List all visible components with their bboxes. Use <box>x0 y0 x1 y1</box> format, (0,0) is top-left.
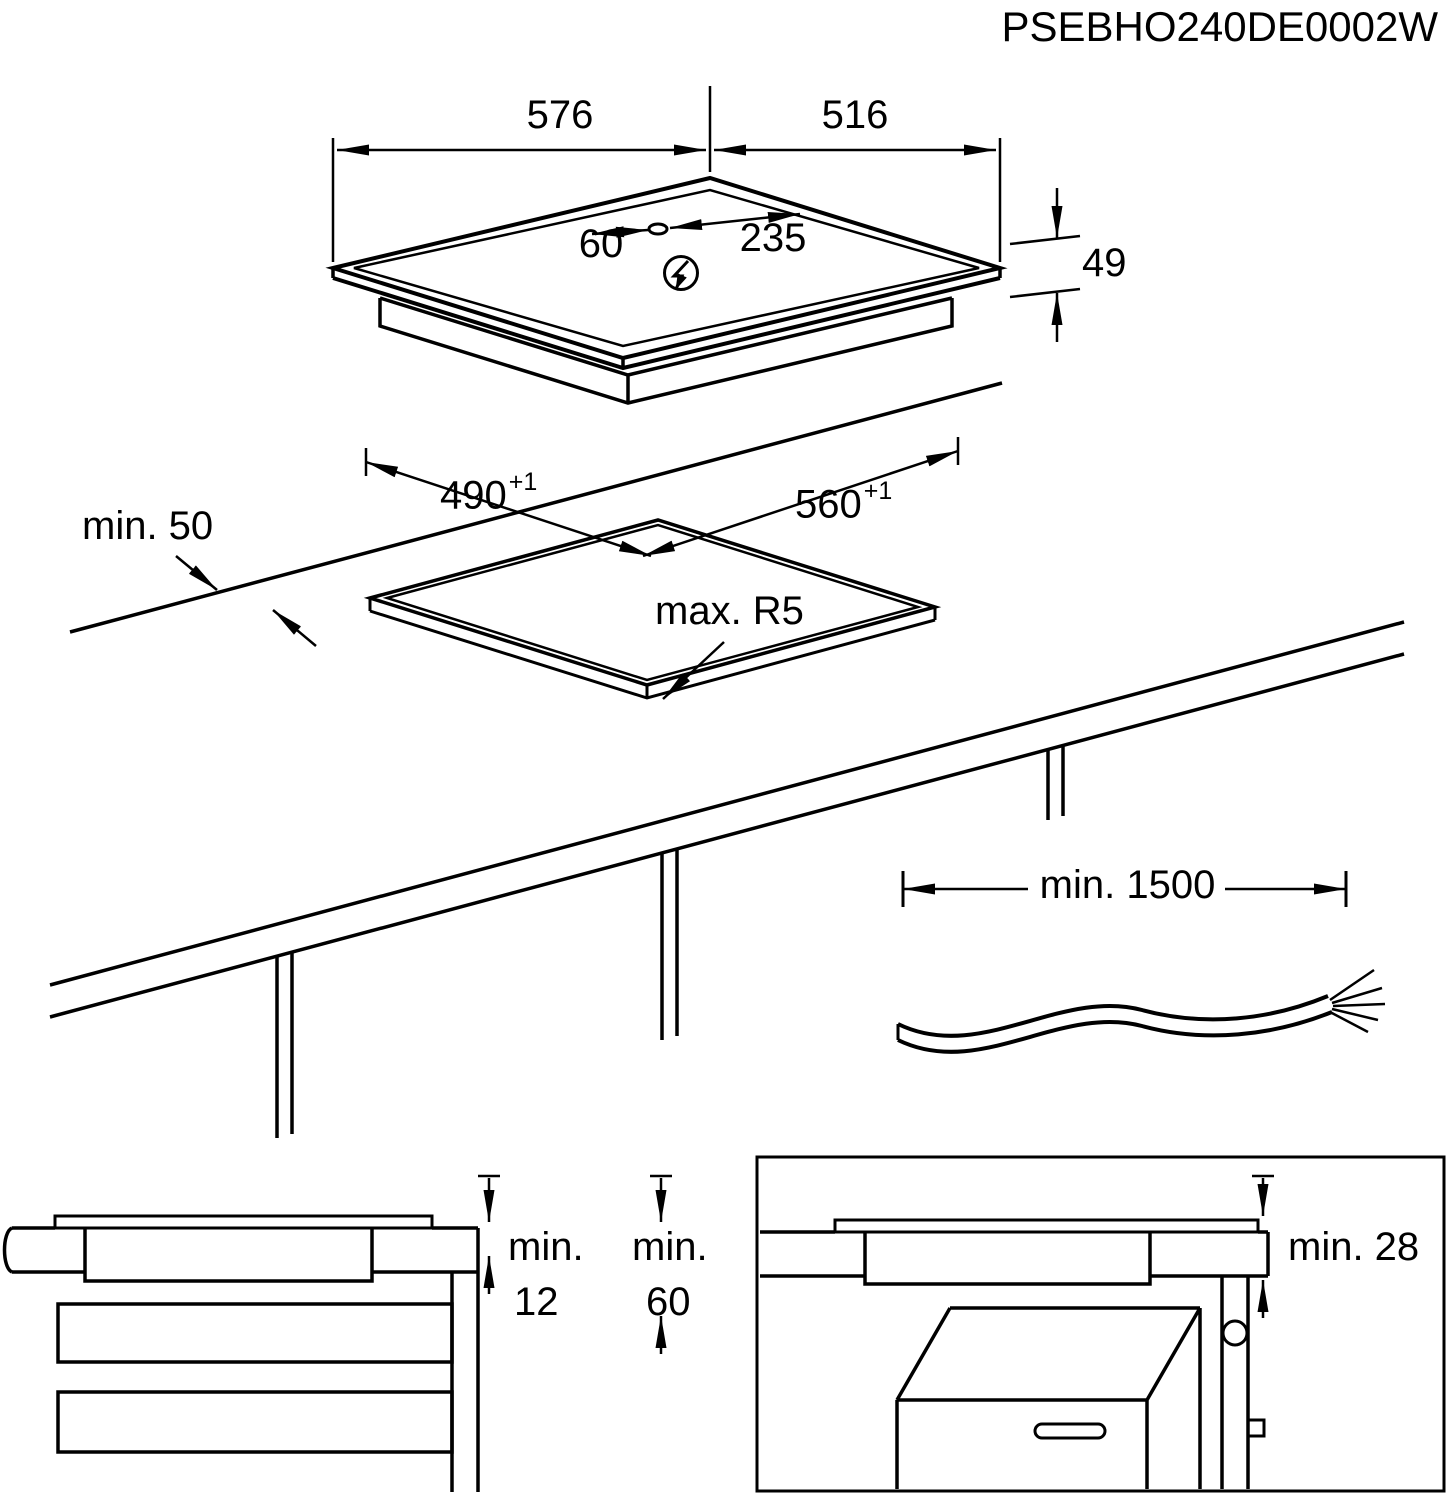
cutout-width-dimension-label: 560+1 <box>795 478 892 527</box>
cable-hole-right-dimension-label: 235 <box>739 216 807 260</box>
product-code: PSEBHO240DE0002W <box>1001 3 1438 50</box>
left-section-drawing <box>2 1174 672 1492</box>
cable-outline-bottom <box>897 1010 1333 1054</box>
hob-base-box <box>378 296 954 405</box>
hob-body-side-2 <box>863 1232 1152 1286</box>
cabinet-rail-upper <box>56 1302 454 1364</box>
cutout-inner-edge <box>382 523 923 682</box>
hob-width-dimension-label: 576 <box>526 93 594 137</box>
countertop-cutout-drawing <box>49 381 1405 1138</box>
cutout-depth-value: 490 <box>440 473 507 518</box>
fixing-hole <box>1221 1319 1249 1347</box>
height-tick-lines <box>1009 234 1081 299</box>
dim-line-60 <box>591 226 649 238</box>
fixing-screw <box>1246 1418 1266 1438</box>
min60-value-label: 60 <box>646 1280 691 1324</box>
corner-radius-label: max. R5 <box>655 589 804 633</box>
min50-arrow-lower <box>272 609 317 647</box>
min12-prefix-label: min. <box>508 1225 584 1269</box>
hob-isometric-drawing <box>325 175 1008 405</box>
detail-frame <box>755 1155 1446 1493</box>
cutout-width-value: 560 <box>795 482 862 527</box>
hob-rim-bottom <box>332 276 1001 371</box>
cutout-depth-tolerance: +1 <box>508 468 538 496</box>
hob-height-dimension-label: 49 <box>1082 241 1127 285</box>
counter-rounded-end <box>2 1226 14 1274</box>
hob-glass-side <box>53 1214 434 1230</box>
cable-length-label: min. 1500 <box>1039 863 1216 907</box>
oven-handle <box>1033 1422 1107 1440</box>
hob-body-side <box>83 1228 374 1283</box>
cabinet-side-panel <box>450 1228 480 1492</box>
cutout-outer-edge <box>363 518 942 687</box>
lightning-bolt-icon <box>663 255 699 291</box>
min50-arrow-upper <box>175 555 218 591</box>
counter-front-edge <box>49 620 1405 987</box>
hob-depth-dimension-label: 516 <box>821 93 889 137</box>
counter-legs <box>275 746 1065 1138</box>
min60-prefix-label: min. <box>632 1225 708 1269</box>
hob-glass-inner-line <box>353 188 980 348</box>
cutout-width-tolerance: +1 <box>863 477 893 505</box>
radius-arrow <box>662 641 725 700</box>
oven-box <box>895 1306 1202 1489</box>
cabinet-rail-lower <box>56 1390 454 1454</box>
cable-drawing <box>896 871 1386 1054</box>
hob-glass-side-2 <box>833 1218 1260 1234</box>
right-section-drawing <box>755 1155 1446 1493</box>
cable-wire-strands <box>1329 968 1386 1034</box>
cutout-dimensions <box>175 437 960 700</box>
cable-outline-top <box>897 994 1329 1038</box>
counter-front-thickness <box>49 652 1405 1019</box>
extension-lines-top <box>331 86 1002 262</box>
hob-dimensions <box>331 86 1081 342</box>
cabinet-side-panel-2 <box>1220 1276 1250 1489</box>
edge-clearance-label: min. 50 <box>82 504 214 548</box>
cutout-depth-dimension-label: 490+1 <box>440 469 537 518</box>
counter-bottom-side-2 <box>760 1232 1270 1278</box>
cable-hole-left-dimension-label: 60 <box>578 222 624 266</box>
min28-clearance-label: min. 28 <box>1288 1225 1420 1269</box>
dim-line-560 <box>642 449 959 558</box>
cutout-depth-edges <box>368 598 937 700</box>
dim-line-235 <box>669 211 801 231</box>
min12-value-label: 12 <box>514 1280 559 1324</box>
dim-line-490 <box>365 460 652 558</box>
cable-hole-ellipse <box>647 222 669 236</box>
